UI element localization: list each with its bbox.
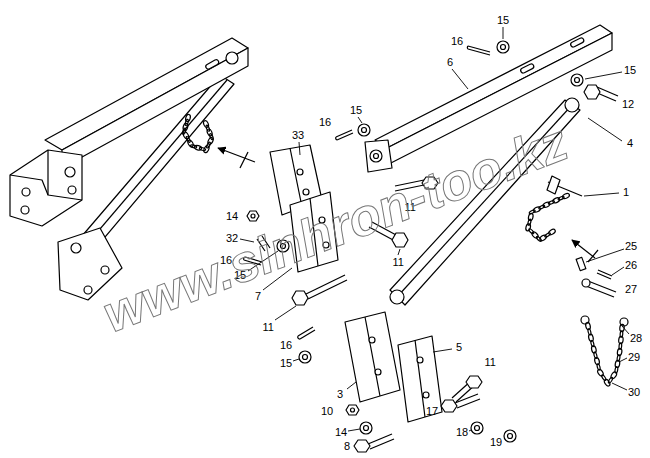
callout-number: 15 (624, 64, 636, 76)
leader-line (585, 72, 622, 79)
chain-ring (620, 318, 628, 326)
callout-number: 16 (319, 116, 331, 128)
leader-line (293, 359, 299, 361)
callout-number: 12 (622, 98, 634, 110)
leader-line (584, 193, 619, 196)
callout-number: 26 (625, 259, 637, 271)
leader-line (358, 117, 362, 123)
chain-link (205, 125, 210, 132)
callout-number: 15 (280, 357, 292, 369)
leader-line (398, 249, 400, 255)
callout-number: 3 (337, 388, 343, 400)
leader-line (588, 118, 622, 141)
callout-number: 10 (321, 405, 333, 417)
callout-number: 4 (627, 137, 633, 149)
callout-number: 11 (263, 321, 274, 333)
callout-number: 27 (625, 283, 637, 295)
callout-number: 33 (292, 129, 304, 141)
callout-number: 15 (350, 104, 362, 116)
callout-number: 28 (630, 332, 642, 344)
leader-line (619, 358, 627, 362)
leader-line (586, 249, 624, 262)
leader-line (503, 27, 504, 39)
chain-link (528, 228, 534, 234)
chain-link (203, 120, 210, 128)
leader-line (622, 326, 629, 334)
callout-number: 30 (628, 386, 640, 398)
leader-line (347, 382, 356, 389)
callout-number: 19 (490, 436, 502, 448)
callout-number: 7 (255, 290, 261, 302)
chain-ring (581, 316, 589, 324)
callout-number: 18 (456, 426, 468, 438)
leader-line (612, 383, 627, 390)
callout-number: 14 (335, 426, 347, 438)
leader-line (348, 429, 360, 431)
callout-number: 16 (280, 339, 292, 351)
leader-line (612, 267, 624, 275)
callout-number: 6 (447, 56, 453, 68)
leader-line (433, 349, 452, 352)
leader-line (299, 142, 300, 155)
chain-link (548, 228, 556, 236)
leader-line (452, 69, 468, 89)
leader-line (275, 306, 296, 320)
callout-number: 8 (344, 440, 350, 452)
callout-number: 16 (451, 35, 463, 47)
chain-link (525, 223, 531, 231)
callout-number: 25 (625, 240, 637, 252)
pin (547, 176, 582, 196)
callout-number: 29 (628, 351, 640, 363)
chain-link (539, 234, 547, 242)
callout-number: 14 (226, 210, 238, 222)
callout-number: 5 (456, 341, 462, 353)
callout-number: 17 (426, 405, 438, 417)
chain-link (209, 133, 214, 140)
callout-number: 15 (497, 14, 509, 26)
leader-line (469, 430, 471, 431)
callout-number: 11 (393, 256, 404, 268)
chain-link (531, 231, 539, 239)
callout-number: 11 (485, 356, 496, 368)
callout-number: 1 (623, 186, 629, 198)
